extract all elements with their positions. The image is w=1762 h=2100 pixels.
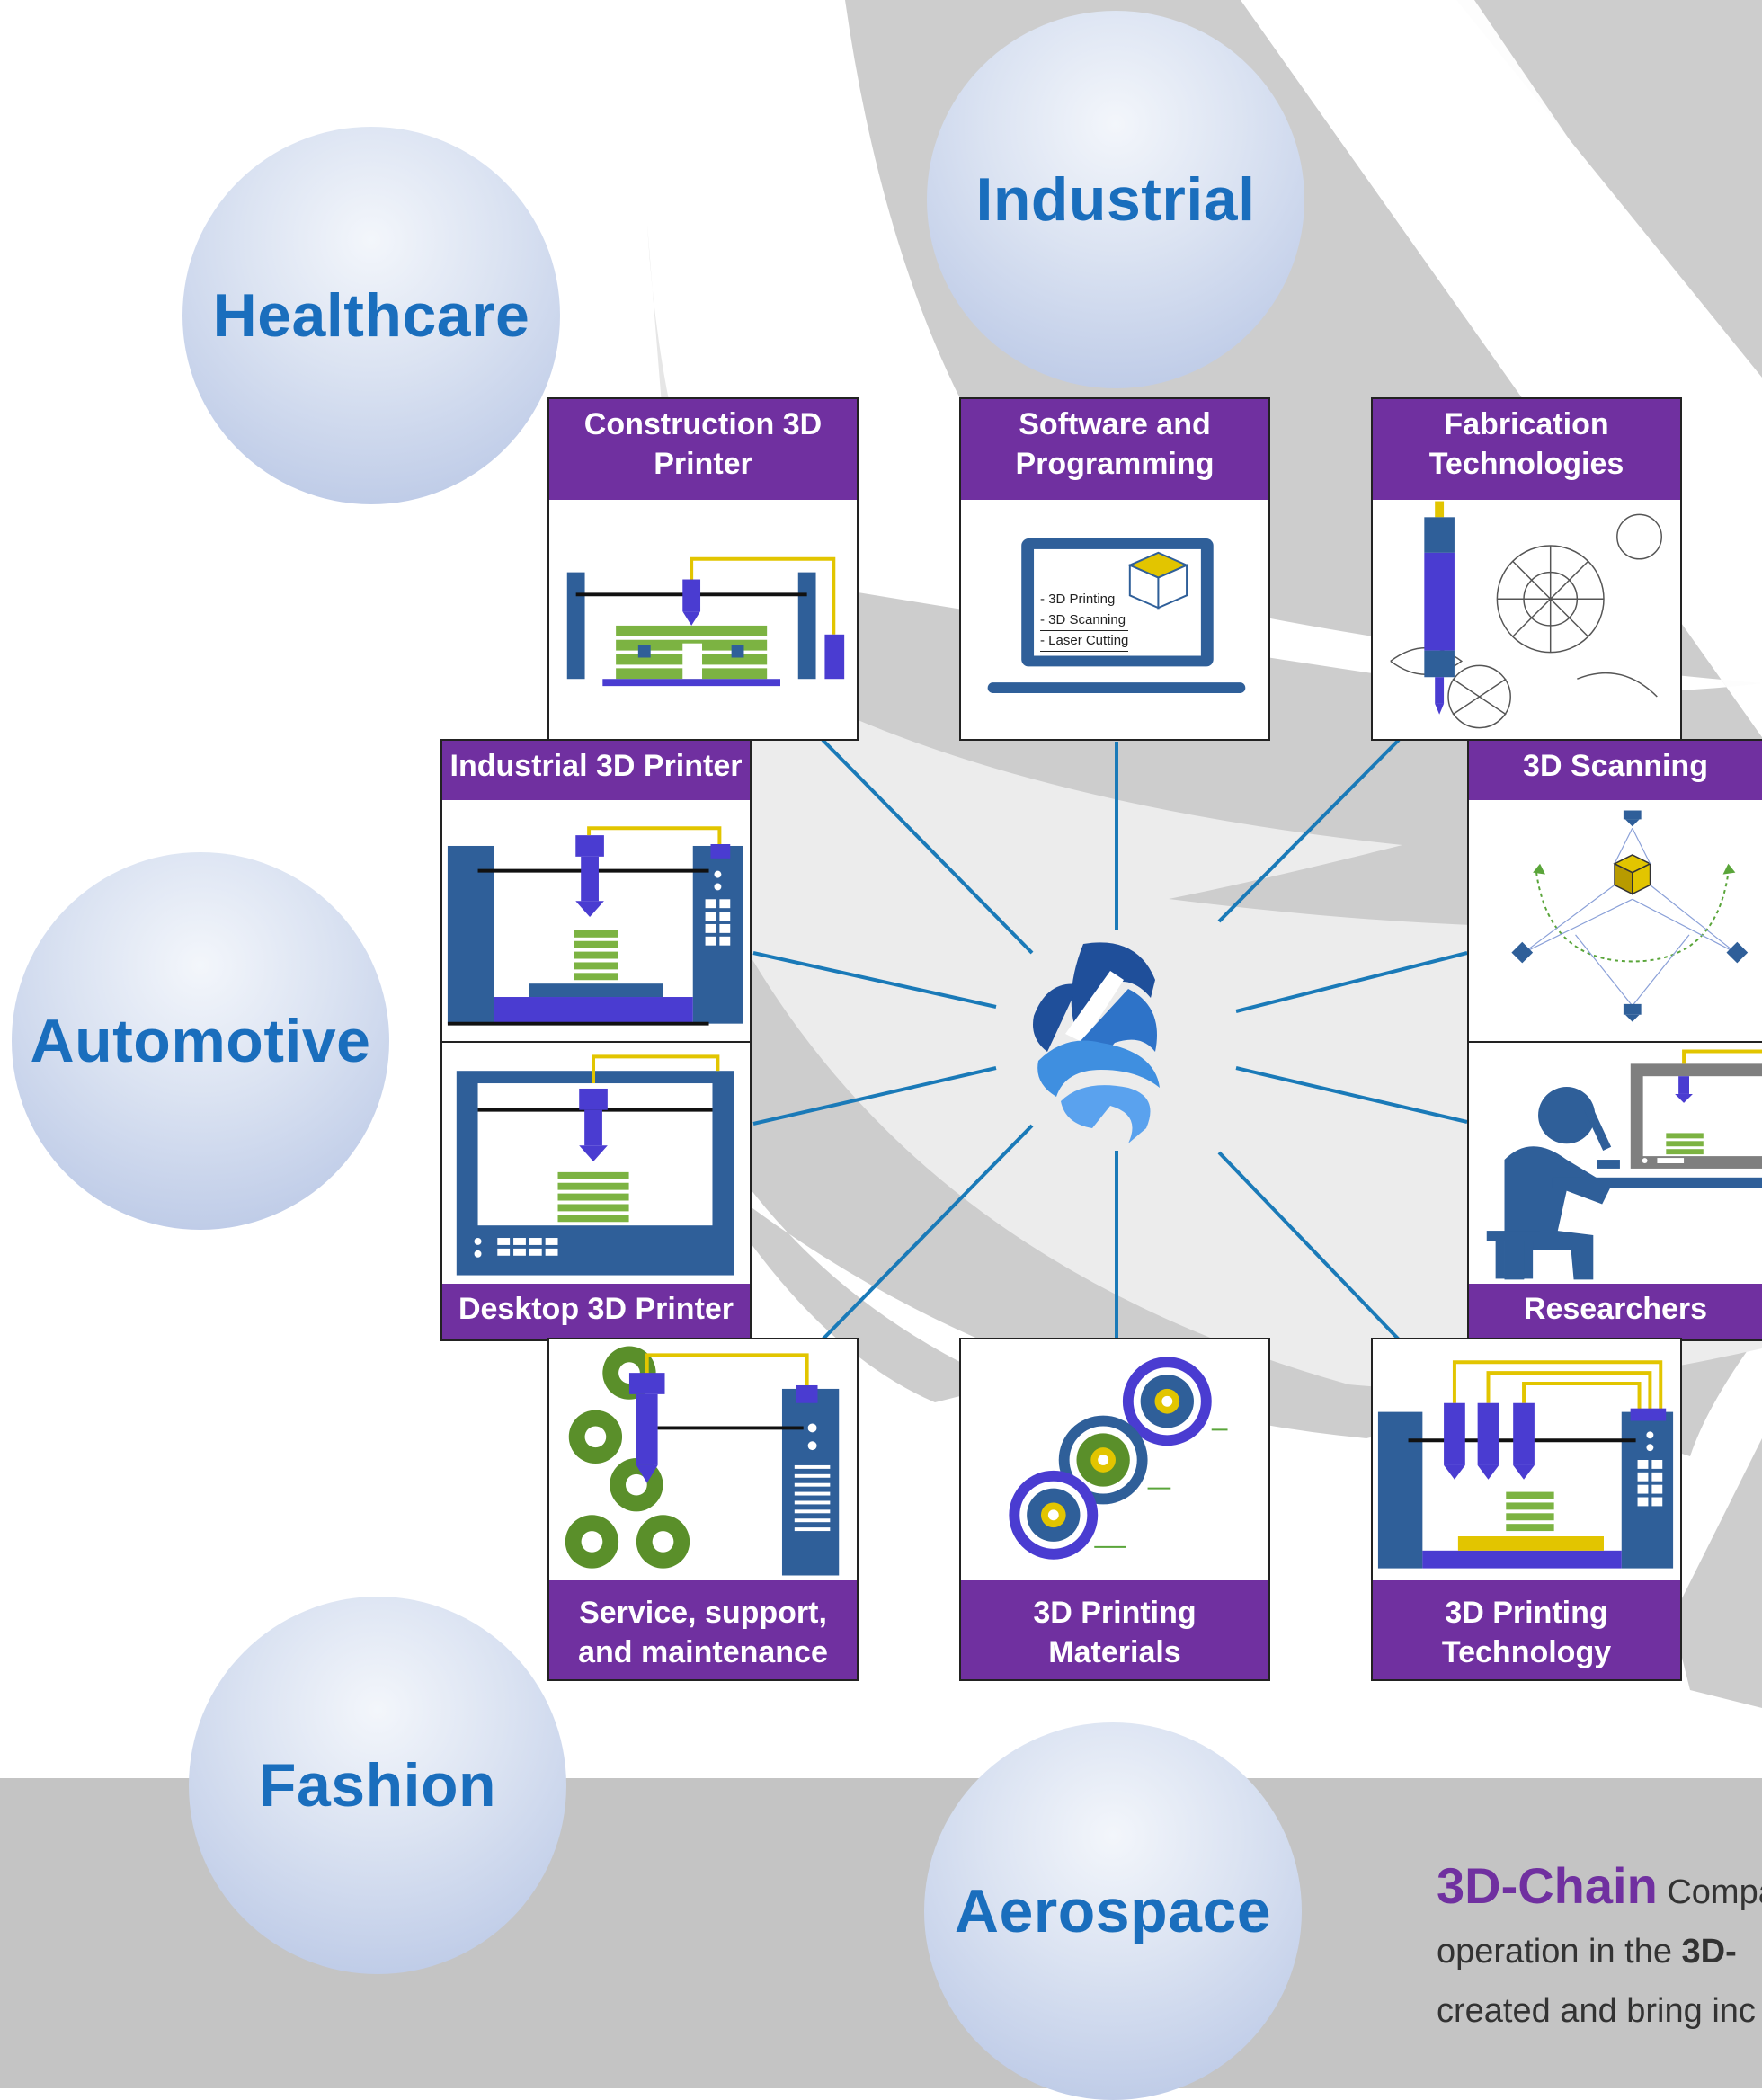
materials-illustration xyxy=(961,1339,1268,1580)
card-title: Fabrication Technologies xyxy=(1373,399,1680,500)
software-illustration: - 3D Printing - 3D Scanning - Laser Cutt… xyxy=(961,500,1268,739)
sector-healthcare[interactable]: Healthcare xyxy=(182,127,560,504)
desktop-printer-illustration xyxy=(442,1043,750,1284)
list-item: - Laser Cutting xyxy=(1040,631,1129,652)
laptop-icon xyxy=(987,538,1246,694)
connector-lines xyxy=(752,738,1468,1341)
description-line-2-text: operation in the xyxy=(1437,1933,1682,1971)
scanning-illustration xyxy=(1469,800,1762,1043)
sector-label: Industrial xyxy=(975,165,1256,234)
fabrication-illustration xyxy=(1373,500,1680,739)
card-title: Desktop 3D Printer xyxy=(442,1284,750,1339)
card-desktop-3d-printer[interactable]: Desktop 3D Printer xyxy=(440,1041,752,1341)
description-line-3: created and bring inc xyxy=(1437,1992,1756,2030)
service-illustration xyxy=(549,1339,857,1580)
card-title: 3D Printing Materials xyxy=(961,1580,1268,1679)
card-researchers[interactable]: Researchers xyxy=(1467,1041,1762,1341)
researcher-icon xyxy=(1486,1049,1762,1280)
card-title: Construction 3D Printer xyxy=(549,399,857,500)
3d-scanner-icon xyxy=(1511,810,1749,1022)
sector-fashion[interactable]: Fashion xyxy=(189,1597,566,1974)
desktop-printer-icon xyxy=(456,1054,734,1276)
sector-label: Fashion xyxy=(258,1751,497,1820)
card-title: 3D Scanning xyxy=(1469,741,1762,800)
sector-label: Healthcare xyxy=(212,281,530,350)
card-fabrication-technologies[interactable]: Fabrication Technologies xyxy=(1371,397,1682,741)
card-industrial-3d-printer[interactable]: Industrial 3D Printer xyxy=(440,739,752,1045)
description-line-1-text: Compa xyxy=(1667,1873,1762,1911)
brand-name: 3D-Chain xyxy=(1437,1857,1658,1914)
multi-nozzle-printer-icon xyxy=(1377,1360,1674,1569)
sector-automotive[interactable]: Automotive xyxy=(12,852,389,1230)
sector-aerospace[interactable]: Aerospace xyxy=(924,1722,1302,2100)
3d-chain-logo-icon xyxy=(1033,942,1160,1143)
gears-printer-icon xyxy=(565,1346,840,1576)
card-title: Researchers xyxy=(1469,1284,1762,1339)
card-3d-printing-materials[interactable]: 3D Printing Materials xyxy=(959,1338,1270,1681)
card-3d-scanning[interactable]: 3D Scanning xyxy=(1467,739,1762,1045)
card-title: Industrial 3D Printer xyxy=(442,741,750,800)
software-feature-list: - 3D Printing - 3D Scanning - Laser Cutt… xyxy=(1040,590,1129,652)
description-line-2: operation in the 3D- xyxy=(1437,1922,1762,1981)
card-title: Service, support, and maintenance xyxy=(549,1580,857,1679)
description-line-1: 3D-Chain Compa xyxy=(1437,1856,1762,1922)
card-title: Software and Programming xyxy=(961,399,1268,500)
sector-label: Automotive xyxy=(30,1007,371,1075)
construction-printer-illustration xyxy=(549,500,857,739)
sector-industrial[interactable]: Industrial xyxy=(927,11,1304,388)
card-software-and-programming[interactable]: Software and Programming - 3D Printing -… xyxy=(959,397,1270,741)
industrial-printer-icon xyxy=(447,826,743,1026)
industrial-printer-illustration xyxy=(442,800,750,1043)
card-service-support-maintenance[interactable]: Service, support, and maintenance xyxy=(547,1338,859,1681)
laser-cutter-icon xyxy=(1390,501,1662,729)
construction-printer-icon xyxy=(566,556,845,687)
list-item: - 3D Scanning xyxy=(1040,610,1129,631)
list-item: - 3D Printing xyxy=(1040,590,1129,610)
description-text: 3D-Chain Compa operation in the 3D- crea… xyxy=(1437,1856,1762,2041)
technology-illustration xyxy=(1373,1339,1680,1580)
description-line-2-bold: 3D- xyxy=(1681,1933,1737,1971)
filament-spools-icon xyxy=(1009,1357,1228,1560)
sector-label: Aerospace xyxy=(954,1877,1272,1945)
researchers-illustration xyxy=(1469,1043,1762,1284)
card-construction-3d-printer[interactable]: Construction 3D Printer xyxy=(547,397,859,741)
card-3d-printing-technology[interactable]: 3D Printing Technology xyxy=(1371,1338,1682,1681)
card-title: 3D Printing Technology xyxy=(1373,1580,1680,1679)
